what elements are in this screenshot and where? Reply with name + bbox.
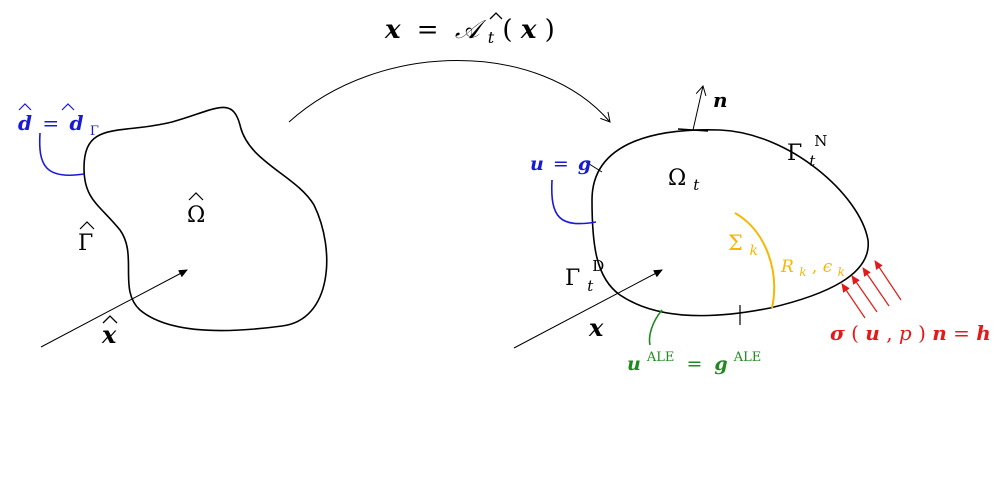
ref-disp-lhs: d [18,111,32,135]
normal-foot-tick [677,128,709,132]
interface-label: Σ k [728,231,758,259]
interface-sub: k [750,243,758,259]
reference-position-arrow [40,269,188,348]
ref-domain-hat [188,192,204,201]
mapping-arrow [288,60,611,123]
neumann-boundary-label: Γ t N [787,132,827,172]
reference-boundary-label: Γ [78,231,93,256]
ref-disp-eq: = [42,111,59,135]
map-sub: t [488,28,495,47]
dirichlet-condition-label: u = g [530,153,591,175]
mapping-label: x = 𝒜 t ( x ) [384,15,555,50]
cur-domain: Ω [668,166,686,191]
current-position-arrow [513,269,663,349]
traction-arrow-4 [874,260,902,301]
reference-point-label: x [101,320,117,349]
normal-label: n [713,88,728,112]
cur-domain-sub: t [693,176,700,194]
dirichlet-sup: D [592,257,604,275]
interface-eps: ϵ [823,257,833,277]
ref-disp-rhs: d [69,111,83,135]
map-eq: = [417,15,439,45]
normal-vector-arrow [692,84,707,131]
map-open: ( [502,15,512,45]
reference-domain-boundary [83,106,328,332]
traction-eq: = [953,321,976,345]
reference-domain-label: Ω [187,203,205,228]
interface-eps-sub: k [838,265,845,279]
ale-condition-label: u ALE = g ALE [627,344,761,375]
traction-label: σ ( u , p ) n = h [830,321,991,345]
interface-sep: , [812,257,823,277]
dirichlet-sub: t [587,277,594,295]
neumann-sub: t [809,152,816,170]
ref-point-hat [102,315,118,324]
interface-sigma: Σ [728,231,743,255]
ref-disp-lhs-hat [18,103,32,111]
neumann-gamma: Γ [787,141,802,166]
dirichlet-lhs: u [530,153,544,175]
reference-dirichlet-marker [38,132,85,176]
dirichlet-rhs: g [578,153,591,175]
traction-close: ) [918,321,926,345]
interface-r-sub: k [799,265,806,279]
ale-eq: = [686,353,702,375]
interface-params-label: R k , ϵ k [780,257,845,281]
interface-curve [734,212,776,309]
traction-u: u [865,321,880,345]
traction-p: p [899,321,912,345]
current-domain-label: Ω t [668,166,700,194]
ref-boundary-hat [79,221,95,230]
traction-arrow-3 [862,267,890,307]
traction-arrow-2 [851,275,878,313]
ale-rhs: g [714,353,727,375]
map-close: ) [545,15,555,45]
ale-rhs-sup: ALE [733,350,762,365]
neumann-sup: N [814,132,827,150]
current-domain-boundary [591,128,869,317]
traction-sigma: σ [830,321,845,345]
traction-open: ( [851,321,859,345]
map-arg-hat [489,12,503,20]
dirichlet-eq: = [553,153,569,175]
dirichlet-boundary-label: Γ t D [565,257,604,297]
traction-n: n [932,321,947,345]
traction-h: h [976,321,991,345]
current-point-label: x [588,313,604,342]
dirichlet-marker [550,179,597,225]
traction-arrow-1 [841,283,866,319]
ale-marker [648,309,663,346]
dirichlet-tick [585,161,603,173]
dirichlet-gamma: Γ [565,266,580,291]
map-lhs: x [384,15,401,45]
map-op: 𝒜 [455,15,487,45]
map-arg: x [520,15,537,45]
interface-r: R [780,257,794,277]
ale-lhs-sup: ALE [646,350,675,365]
traction-comma: , [886,321,899,345]
ale-lhs: u [627,353,641,375]
ref-disp-rhs-hat [61,103,75,111]
ref-disp-sub: Γ [90,124,99,139]
reference-displacement-label: d = d Γ [18,111,99,139]
